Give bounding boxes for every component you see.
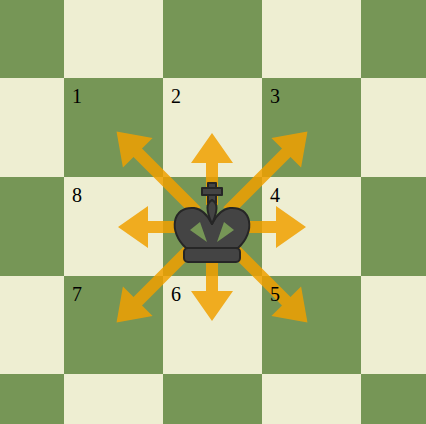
king-cross xyxy=(202,188,222,195)
move-arrows xyxy=(102,117,323,338)
dark-square xyxy=(361,374,426,424)
king-bud xyxy=(208,200,217,224)
king-base xyxy=(184,248,240,262)
dark-square xyxy=(361,0,426,78)
dark-square xyxy=(163,0,262,78)
light-square xyxy=(361,78,426,177)
light-square xyxy=(361,276,426,374)
square-number: 8 xyxy=(72,185,82,205)
light-square xyxy=(64,0,163,78)
square-number: 7 xyxy=(72,284,82,304)
square-number: 5 xyxy=(270,284,280,304)
dark-square xyxy=(361,177,426,276)
square-number: 3 xyxy=(270,86,280,106)
square-number: 1 xyxy=(72,86,82,106)
dark-square xyxy=(0,374,64,424)
dark-square xyxy=(163,374,262,424)
light-square xyxy=(262,374,361,424)
dark-square xyxy=(0,0,64,78)
move-arrow xyxy=(191,133,233,205)
square-number: 4 xyxy=(270,185,280,205)
king-gap xyxy=(190,222,207,242)
square-number: 2 xyxy=(171,86,181,106)
square-number: 6 xyxy=(171,284,181,304)
light-square xyxy=(0,276,64,374)
king-gap xyxy=(217,222,234,242)
light-square xyxy=(262,0,361,78)
king-piece xyxy=(175,183,250,262)
dark-square xyxy=(0,177,64,276)
light-square xyxy=(64,374,163,424)
light-square xyxy=(0,78,64,177)
dark-square xyxy=(262,276,361,374)
